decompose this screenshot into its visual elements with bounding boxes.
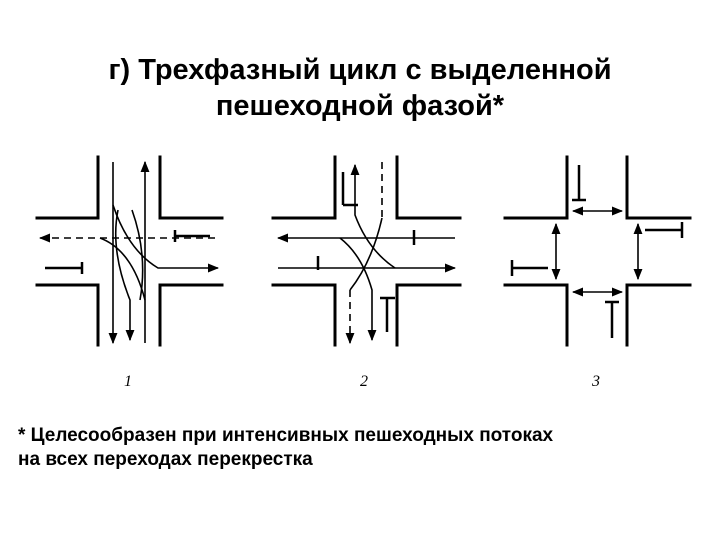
footnote: * Целесообразен при интенсивных пешеходн… bbox=[18, 424, 708, 472]
phase-3-signals bbox=[510, 165, 684, 338]
title-line-1: г) Трехфазный цикл с выделенной bbox=[108, 54, 612, 86]
phase-3-pedestrian-flows bbox=[551, 206, 643, 297]
phase-2-roads bbox=[271, 155, 462, 347]
slide-title: г) Трехфазный цикл с выделенной пешеходн… bbox=[0, 52, 720, 124]
phase-3-roads bbox=[503, 155, 692, 347]
phase-2-diagram: 2 bbox=[271, 155, 462, 390]
phase-2-number: 2 bbox=[360, 373, 368, 390]
footnote-line-1: * Целесообразен при интенсивных пешеходн… bbox=[18, 425, 554, 446]
phase-2-signals bbox=[316, 172, 416, 332]
phase-1-number: 1 bbox=[124, 373, 132, 390]
title-line-2: пешеходной фазой* bbox=[215, 90, 505, 122]
phase-1-diagram: 1 bbox=[35, 155, 224, 390]
phase-3-diagram: 3 bbox=[503, 155, 692, 390]
phase-diagrams: 1 2 bbox=[35, 155, 692, 390]
phase-1-traffic-flows bbox=[38, 160, 220, 345]
phase-3-number: 3 bbox=[591, 373, 600, 390]
phase-1-signals bbox=[45, 230, 210, 274]
footnote-line-2: на всех переходах перекрестка bbox=[18, 449, 313, 470]
phase-1-roads bbox=[35, 155, 224, 347]
phase-2-traffic-flows bbox=[276, 162, 457, 345]
